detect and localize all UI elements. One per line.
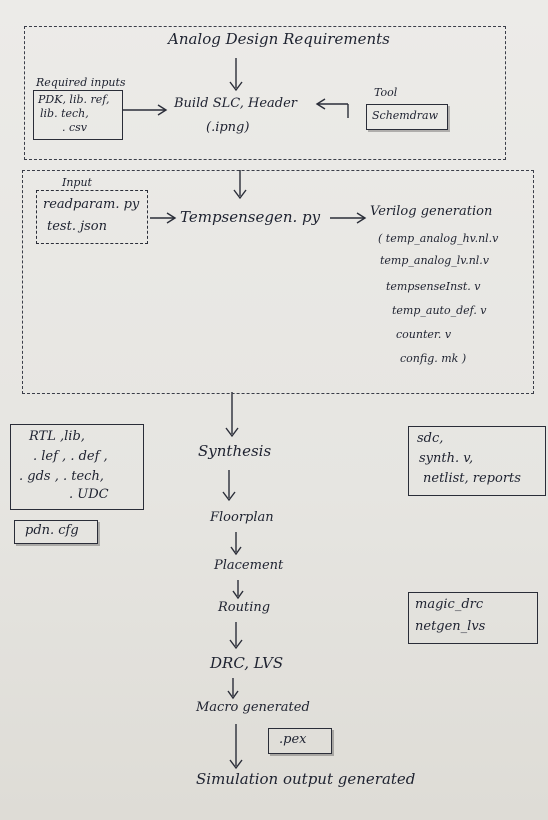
verilog-file-4: temp_auto_def. v (392, 304, 487, 317)
verilog-file-3: tempsenseInst. v (386, 280, 481, 293)
verification-tool-1: magic_drc (415, 597, 484, 612)
required-inputs-line-3: . csv (62, 121, 88, 134)
step-floorplan: Floorplan (210, 510, 274, 525)
input-heading: Input (62, 176, 92, 189)
required-inputs-box: PDK, lib. ref, lib. tech, . csv (33, 90, 123, 140)
verilog-file-5: counter. v (396, 328, 452, 341)
input-file-2: test. json (47, 219, 107, 234)
verilog-file-2: temp_analog_lv.nl.v (380, 254, 490, 267)
required-inputs-line-1: PDK, lib. ref, (38, 93, 110, 106)
pnr-inputs-line-1: RTL ,lib, (29, 429, 85, 444)
tempsensegen-label: Tempsensegen. py (180, 208, 321, 226)
verilog-file-1: ( temp_analog_hv.nl.v (378, 232, 499, 245)
synthesis-outputs-box: sdc, synth. v, netlist, reports (408, 426, 546, 496)
pex-label: .pex (279, 732, 307, 747)
build-label: Build SLC, Header (174, 96, 297, 111)
step-simulation-output: Simulation output generated (196, 770, 416, 788)
tool-name: Schemdraw (372, 109, 438, 122)
pnr-inputs-line-3: . gds , . tech, (19, 469, 104, 484)
step-routing: Routing (218, 600, 271, 615)
synthesis-output-3: netlist, reports (423, 471, 521, 486)
diagram-title: Analog Design Requirements (168, 30, 390, 48)
synthesis-output-1: sdc, (417, 431, 444, 446)
verification-tool-2: netgen_lvs (415, 619, 486, 634)
tool-box: Schemdraw (366, 104, 448, 130)
tool-heading: Tool (374, 86, 398, 99)
build-format: (.ipng) (206, 120, 250, 135)
input-file-1: readparam. py (43, 197, 140, 212)
section-design-requirements (24, 26, 506, 160)
input-box: readparam. py test. json (36, 190, 148, 244)
pnr-inputs-box: RTL ,lib, . lef , . def , . gds , . tech… (10, 424, 144, 510)
pnr-inputs-line-4: . UDC (69, 487, 109, 502)
step-synthesis: Synthesis (198, 442, 272, 460)
pnr-inputs-line-2: . lef , . def , (33, 449, 108, 464)
pdn-cfg-box: pdn. cfg (14, 520, 98, 544)
synthesis-output-2: synth. v, (419, 451, 474, 466)
required-inputs-line-2: lib. tech, (40, 107, 89, 120)
pdn-cfg-label: pdn. cfg (25, 523, 79, 538)
verilog-heading: Verilog generation (370, 204, 493, 219)
verification-tools-box: magic_drc netgen_lvs (408, 592, 538, 644)
pex-box: .pex (268, 728, 332, 754)
step-placement: Placement (214, 558, 284, 573)
section-generation (22, 170, 534, 394)
required-inputs-heading: Required inputs (36, 76, 126, 89)
step-macro-generated: Macro generated (196, 700, 310, 715)
step-drc-lvs: DRC, LVS (210, 654, 284, 672)
verilog-file-6: config. mk ) (400, 352, 467, 365)
